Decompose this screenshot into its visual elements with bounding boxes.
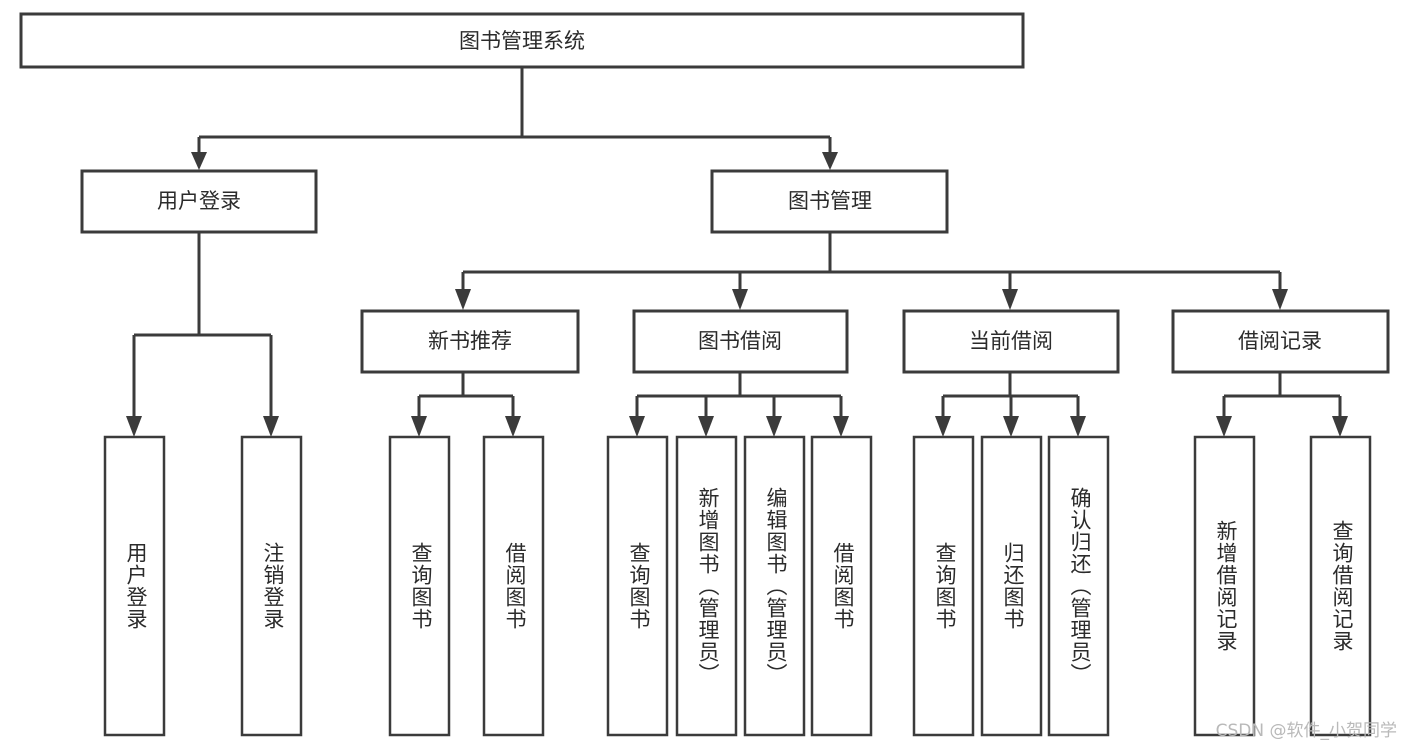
node-leaf-user-login[interactable]: 用户登录 (103, 435, 166, 737)
node-leaf-borrow-book-1-label: 借阅图书 (503, 542, 527, 630)
node-leaf-query-record-label: 查询借阅记录 (1330, 520, 1354, 652)
connector-group-root (191, 67, 838, 170)
node-leaf-borrow-book-2-label: 借阅图书 (831, 542, 855, 630)
node-leaf-borrow-book-1-box[interactable] (482, 435, 545, 737)
node-current-borrow-box[interactable] (902, 309, 1120, 374)
node-leaf-user-login-box[interactable] (103, 435, 166, 737)
node-leaf-edit-book[interactable]: 编辑图书（管理员） (743, 435, 806, 737)
arrow-head-leaf-query-book-2 (629, 416, 645, 437)
node-user-login[interactable]: 用户登录 (80, 169, 318, 234)
node-borrow-record-box[interactable] (1171, 309, 1390, 374)
node-new-book-recommend[interactable]: 新书推荐 (360, 309, 580, 374)
arrow-head-leaf-confirm-return (1070, 416, 1086, 437)
node-leaf-add-book-box[interactable] (675, 435, 738, 737)
arrow-head-leaf-query-book-3 (935, 416, 951, 437)
node-leaf-query-record[interactable]: 查询借阅记录 (1309, 435, 1372, 737)
node-leaf-return-book-label: 归还图书 (1001, 542, 1025, 630)
node-book-borrow-label: 图书借阅 (698, 329, 782, 353)
node-leaf-add-record[interactable]: 新增借阅记录 (1193, 435, 1256, 737)
node-leaf-borrow-book-2[interactable]: 借阅图书 (810, 435, 873, 737)
node-leaf-query-book-1-box[interactable] (388, 435, 451, 737)
node-leaf-query-book-1[interactable]: 查询图书 (388, 435, 451, 737)
arrow-head-leaf-user-login (126, 416, 142, 437)
node-root-label: 图书管理系统 (459, 29, 585, 53)
node-current-borrow[interactable]: 当前借阅 (902, 309, 1120, 374)
node-leaf-edit-book-label: 编辑图书（管理员） (764, 487, 788, 685)
node-book-borrow[interactable]: 图书借阅 (632, 309, 849, 374)
node-book-borrow-box[interactable] (632, 309, 849, 374)
node-leaf-return-book-box[interactable] (980, 435, 1043, 737)
connector-group-book-manage (455, 232, 1288, 310)
node-leaf-edit-book-box[interactable] (743, 435, 806, 737)
node-book-manage[interactable]: 图书管理 (710, 169, 949, 234)
arrow-head-leaf-query-record (1332, 416, 1348, 437)
node-leaf-query-book-3-box[interactable] (912, 435, 975, 737)
node-borrow-record[interactable]: 借阅记录 (1171, 309, 1390, 374)
arrow-head-leaf-edit-book (766, 416, 782, 437)
node-new-book-recommend-box[interactable] (360, 309, 580, 374)
arrow-head-leaf-borrow-book-1 (505, 416, 521, 437)
arrow-head-leaf-user-logout (263, 416, 279, 437)
node-leaf-query-book-1-label: 查询图书 (409, 542, 433, 630)
arrow-head-borrow-record (1272, 289, 1288, 310)
node-leaf-add-record-label: 新增借阅记录 (1214, 520, 1238, 652)
connector-group-user-login (126, 232, 279, 437)
node-leaf-add-book-label: 新增图书（管理员） (696, 487, 720, 685)
node-leaf-borrow-book-1[interactable]: 借阅图书 (482, 435, 545, 737)
node-root-box[interactable] (19, 12, 1025, 69)
node-leaf-user-logout-label: 注销登录 (261, 542, 285, 630)
connector-group-book-borrow (629, 373, 849, 437)
node-borrow-record-label: 借阅记录 (1238, 329, 1322, 353)
arrow-head-leaf-return-book (1003, 416, 1019, 437)
node-leaf-query-record-box[interactable] (1309, 435, 1372, 737)
node-leaf-query-book-2[interactable]: 查询图书 (606, 435, 669, 737)
arrow-head-book-manage (822, 152, 838, 170)
node-book-manage-box[interactable] (710, 169, 949, 234)
connector-group-new-book-recommend (411, 373, 521, 437)
node-leaf-query-book-3-label: 查询图书 (933, 542, 957, 630)
node-current-borrow-label: 当前借阅 (969, 329, 1053, 353)
node-new-book-recommend-label: 新书推荐 (428, 329, 512, 353)
node-leaf-return-book[interactable]: 归还图书 (980, 435, 1043, 737)
node-book-manage-label: 图书管理 (788, 189, 872, 213)
arrow-head-current-borrow (1002, 289, 1018, 310)
node-root[interactable]: 图书管理系统 (19, 12, 1025, 69)
node-leaf-query-book-3[interactable]: 查询图书 (912, 435, 975, 737)
node-user-login-box[interactable] (80, 169, 318, 234)
arrow-head-user-login (191, 152, 207, 170)
node-leaf-add-book[interactable]: 新增图书（管理员） (675, 435, 738, 737)
arrow-head-leaf-add-record (1216, 416, 1232, 437)
node-leaf-user-login-label: 用户登录 (124, 542, 148, 630)
node-user-login-label: 用户登录 (157, 189, 241, 213)
connector-group-borrow-record (1216, 373, 1348, 437)
node-leaf-add-record-box[interactable] (1193, 435, 1256, 737)
node-leaf-query-book-2-box[interactable] (606, 435, 669, 737)
node-leaf-user-logout[interactable]: 注销登录 (240, 435, 303, 737)
arrow-head-leaf-add-book (698, 416, 714, 437)
node-leaf-borrow-book-2-box[interactable] (810, 435, 873, 737)
arrow-head-leaf-borrow-book-2 (833, 416, 849, 437)
node-leaf-confirm-return-box[interactable] (1047, 435, 1110, 737)
arrow-head-book-borrow (732, 289, 748, 310)
arrow-head-leaf-query-book-1 (411, 416, 427, 437)
node-leaf-user-logout-box[interactable] (240, 435, 303, 737)
node-leaf-query-book-2-label: 查询图书 (627, 542, 651, 630)
node-leaf-confirm-return-label: 确认归还（管理员） (1068, 487, 1092, 685)
connector-group-current-borrow (935, 373, 1086, 437)
node-leaf-confirm-return[interactable]: 确认归还（管理员） (1047, 435, 1110, 737)
arrow-head-new-book-recommend (455, 289, 471, 310)
